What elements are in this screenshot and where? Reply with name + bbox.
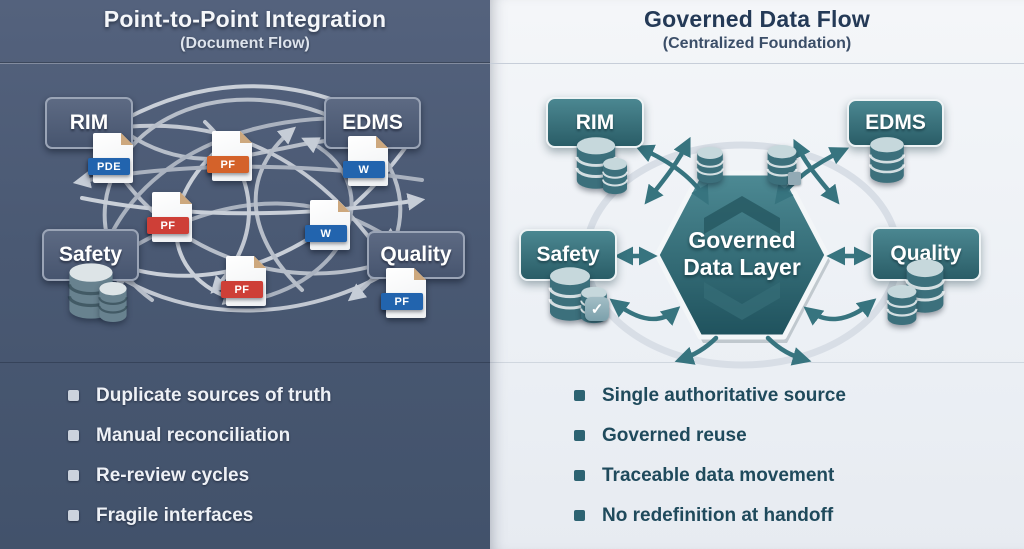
- bullet-square-icon: [68, 470, 79, 481]
- left-node-rim-label: RIM: [69, 111, 109, 134]
- right-panel-subtitle: (Centralized Foundation): [662, 35, 852, 52]
- right-node-safety-label: Safety: [536, 243, 600, 266]
- list-item: Single authoritative source: [574, 384, 846, 407]
- right-header: Governed Data Flow (Centralized Foundati…: [490, 6, 1024, 53]
- checkmark-icon: ✓: [585, 297, 609, 321]
- right-panel-title: Governed Data Flow: [644, 6, 870, 32]
- bullet-text: Traceable data movement: [602, 465, 835, 486]
- bullet-text: Manual reconciliation: [96, 425, 291, 446]
- database-icon: [884, 284, 920, 326]
- list-item: No redefinition at handoff: [574, 504, 846, 527]
- page-fold: [376, 136, 388, 148]
- bullet-text: Re-review cycles: [96, 465, 250, 486]
- left-header-divider: [0, 63, 490, 64]
- chevron-up-icon: [704, 196, 780, 234]
- page-fold: [240, 131, 252, 143]
- pf-document-quality-icon: PF: [381, 268, 426, 318]
- left-node-safety-label: Safety: [58, 243, 123, 266]
- bullet-text: No redefinition at handoff: [602, 505, 834, 526]
- bullet-square-icon: [68, 390, 79, 401]
- pf-banner: PF: [207, 156, 249, 173]
- hub-label-line1: Governed: [688, 227, 796, 253]
- bullet-square-icon: [68, 430, 79, 441]
- list-item: Traceable data movement: [574, 464, 846, 487]
- left-header: Point-to-Point Integration (Document Flo…: [0, 6, 490, 53]
- database-badge-icon: [788, 172, 801, 185]
- list-item: Fragile interfaces: [68, 504, 331, 527]
- left-node-quality-label: Quality: [380, 243, 452, 266]
- page-fold: [180, 192, 192, 204]
- word-document-edms-icon: W: [343, 136, 388, 186]
- left-panel-subtitle: (Document Flow): [180, 35, 310, 52]
- left-panel: Point-to-Point Integration (Document Flo…: [0, 0, 490, 549]
- bullet-text: Single authoritative source: [602, 385, 846, 406]
- list-item: Manual reconciliation: [68, 424, 331, 447]
- left-node-edms-label: EDMS: [342, 111, 403, 134]
- right-node-rim-label: RIM: [575, 110, 615, 134]
- pde-document-icon: PDE: [88, 133, 133, 183]
- chevron-down-icon: [704, 282, 780, 320]
- database-icon: [545, 266, 595, 322]
- right-bullet-list: Single authoritative source Governed reu…: [574, 384, 846, 544]
- pf-document-red-icon: PF: [147, 192, 192, 242]
- pf-document-orange-icon: PF: [207, 131, 252, 181]
- left-section-divider: [0, 362, 490, 363]
- bullet-square-icon: [574, 430, 585, 441]
- page-fold: [414, 268, 426, 280]
- list-item: Re-review cycles: [68, 464, 331, 487]
- bullet-square-icon: [574, 510, 585, 521]
- word-document-center-icon: W: [305, 200, 350, 250]
- pf-banner: PF: [381, 293, 423, 310]
- bullet-text: Governed reuse: [602, 425, 747, 446]
- bullet-text: Fragile interfaces: [96, 505, 254, 526]
- bullet-text: Duplicate sources of truth: [96, 385, 332, 406]
- bullet-square-icon: [574, 390, 585, 401]
- page-fold: [338, 200, 350, 212]
- governed-flow-arrows: [609, 136, 877, 366]
- governed-data-flow-diagram: [582, 136, 902, 369]
- pf-banner: PF: [147, 217, 189, 234]
- hub-label-line2: Data Layer: [683, 254, 801, 280]
- right-header-divider: [490, 63, 1024, 64]
- list-item: Duplicate sources of truth: [68, 384, 331, 407]
- page-fold: [121, 133, 133, 145]
- w-banner: W: [305, 225, 347, 242]
- database-icon: [866, 136, 908, 184]
- right-node-quality-label: Quality: [890, 242, 962, 265]
- page-fold: [254, 256, 266, 268]
- database-icon: [694, 146, 726, 184]
- bullet-square-icon: [68, 510, 79, 521]
- governed-data-layer-label: Governed Data Layer: [657, 227, 827, 281]
- w-banner: W: [343, 161, 385, 178]
- bullet-square-icon: [574, 470, 585, 481]
- left-bullet-list: Duplicate sources of truth Manual reconc…: [68, 384, 331, 544]
- left-panel-title: Point-to-Point Integration: [103, 6, 387, 32]
- database-icon: [96, 281, 130, 323]
- pf-document-red-2-icon: PF: [221, 256, 266, 306]
- right-node-edms-label: EDMS: [865, 111, 926, 134]
- pde-banner: PDE: [88, 158, 130, 175]
- database-icon: [600, 157, 630, 195]
- pf-banner: PF: [221, 281, 263, 298]
- list-item: Governed reuse: [574, 424, 846, 447]
